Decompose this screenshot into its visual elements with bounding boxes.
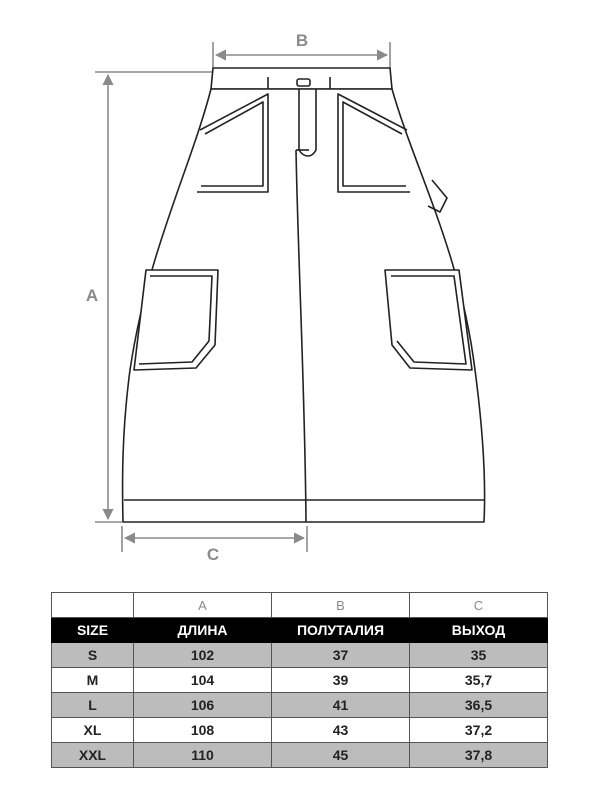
dimension-a-label: A	[86, 286, 98, 305]
header-half-waist: ПОЛУТАЛИЯ	[271, 617, 410, 643]
left-cargo-pocket	[133, 269, 219, 371]
dimension-a	[95, 71, 212, 523]
header-length: ДЛИНА	[133, 617, 272, 643]
size-cell: XXL	[51, 742, 134, 768]
size-cell: L	[51, 692, 134, 718]
pants-outline	[121, 67, 486, 523]
value-cell: 37	[271, 642, 410, 668]
header-leg-opening: ВЫХОД	[409, 617, 548, 643]
size-cell: XL	[51, 717, 134, 743]
value-cell: 43	[271, 717, 410, 743]
pants-technical-drawing: B A C	[86, 31, 486, 564]
table-header-row: SIZE ДЛИНА ПОЛУТАЛИЯ ВЫХОД	[51, 617, 548, 643]
header-size: SIZE	[51, 617, 134, 643]
value-cell: 36,5	[409, 692, 548, 718]
table-row: L 106 41 36,5	[51, 692, 548, 718]
value-cell: 35	[409, 642, 548, 668]
dimension-c	[121, 526, 308, 552]
value-cell: 110	[133, 742, 272, 768]
value-cell: 108	[133, 717, 272, 743]
waist-button	[296, 78, 311, 87]
value-cell: 35,7	[409, 667, 548, 693]
size-cell: M	[51, 667, 134, 693]
table-row: XXL 110 45 37,8	[51, 742, 548, 768]
table-row: XL 108 43 37,2	[51, 717, 548, 743]
right-cargo-pocket	[384, 269, 473, 371]
size-cell: S	[51, 642, 134, 668]
value-cell: 37,2	[409, 717, 548, 743]
table-row: S 102 37 35	[51, 642, 548, 668]
column-letter-row: A B C	[51, 592, 548, 618]
value-cell: 104	[133, 667, 272, 693]
hammer-loop	[427, 179, 448, 213]
dimension-b	[212, 42, 391, 68]
letter-cell	[51, 592, 134, 618]
value-cell: 37,8	[409, 742, 548, 768]
value-cell: 106	[133, 692, 272, 718]
dimension-b-label: B	[296, 31, 308, 50]
table-row: M 104 39 35,7	[51, 667, 548, 693]
letter-cell: B	[271, 592, 410, 618]
letter-cell: A	[133, 592, 272, 618]
value-cell: 45	[271, 742, 410, 768]
letter-cell: C	[409, 592, 548, 618]
value-cell: 39	[271, 667, 410, 693]
size-table: A B C SIZE ДЛИНА ПОЛУТАЛИЯ ВЫХОД S 102 3…	[51, 592, 548, 768]
value-cell: 102	[133, 642, 272, 668]
dimension-c-label: C	[207, 545, 219, 564]
value-cell: 41	[271, 692, 410, 718]
pants-body	[121, 88, 486, 523]
